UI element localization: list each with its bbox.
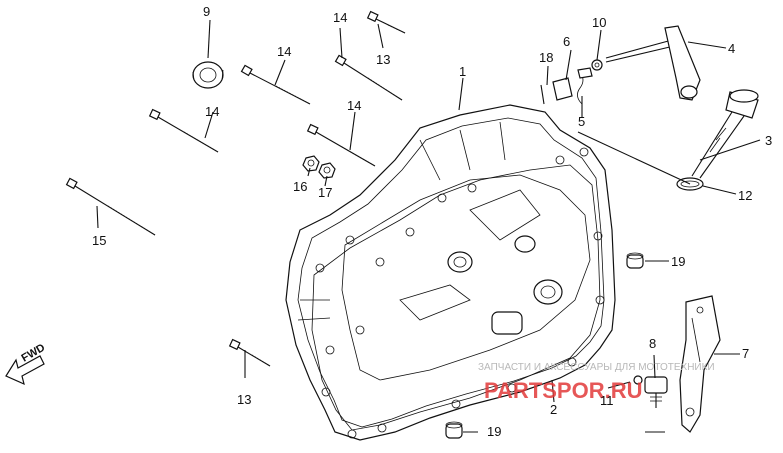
callout-13-b: 13: [237, 392, 251, 407]
clutch-lever: [605, 25, 701, 101]
clutch-adjuster: [540, 59, 603, 105]
watermark-caption: ЗАПЧАСТИ И АКСЕССУАРЫ ДЛЯ МОТОТЕХНИКИ: [478, 362, 715, 373]
callout-12: 12: [738, 188, 752, 203]
callout-11: 11: [600, 393, 614, 408]
callout-15: 15: [92, 233, 106, 248]
bolt-13-a: [366, 10, 406, 34]
neutral-switch: [633, 375, 668, 408]
oil-seal: [192, 61, 224, 89]
bolt-13-b: [228, 338, 271, 367]
short-bolts: [228, 10, 406, 367]
bolt-14-d: [306, 123, 376, 167]
callout-13-a: 13: [376, 52, 390, 67]
callout-9: 9: [203, 4, 210, 19]
callout-14-c: 14: [205, 104, 219, 119]
callout-2: 2: [550, 402, 557, 417]
callout-18: 18: [539, 50, 553, 65]
callout-19-a: 19: [671, 254, 685, 269]
callout-4: 4: [728, 41, 735, 56]
bolt-15: [65, 177, 156, 236]
callout-14-a: 14: [333, 10, 347, 25]
callout-6: 6: [563, 34, 570, 49]
callout-5: 5: [578, 114, 585, 129]
watermark-logo: PARTSPOR.RU: [484, 378, 643, 403]
oil-dipstick: [691, 89, 759, 179]
dowel-pins: [445, 252, 644, 439]
callout-17: 17: [318, 185, 332, 200]
callout-16: 16: [293, 179, 307, 194]
callout-14-b: 14: [277, 44, 291, 59]
bracket: [679, 295, 721, 433]
callout-19-b: 19: [487, 424, 501, 439]
leader-lines: [96, 19, 761, 433]
long-bolts: [65, 54, 403, 236]
nuts: [302, 155, 336, 179]
callout-10: 10: [592, 15, 606, 30]
callout-14-d: 14: [347, 98, 361, 113]
bolt-14-a: [240, 64, 311, 105]
callout-3: 3: [765, 133, 772, 148]
gasket: [311, 164, 601, 431]
bolt-14-c: [334, 54, 403, 101]
callout-7: 7: [742, 346, 749, 361]
callout-1: 1: [459, 64, 466, 79]
crankcase-cover: [285, 104, 616, 441]
callout-numbers: 1 2 3 4 5 6 7 8 9 10 11 12 13 13 14 14 1…: [92, 4, 772, 439]
watermark: ЗАПЧАСТИ И АКСЕССУАРЫ ДЛЯ МОТОТЕХНИКИ PA…: [478, 362, 715, 403]
forward-direction-arrow: FWD: [5, 342, 47, 386]
bolt-14-b: [148, 108, 219, 153]
callout-8: 8: [649, 336, 656, 351]
